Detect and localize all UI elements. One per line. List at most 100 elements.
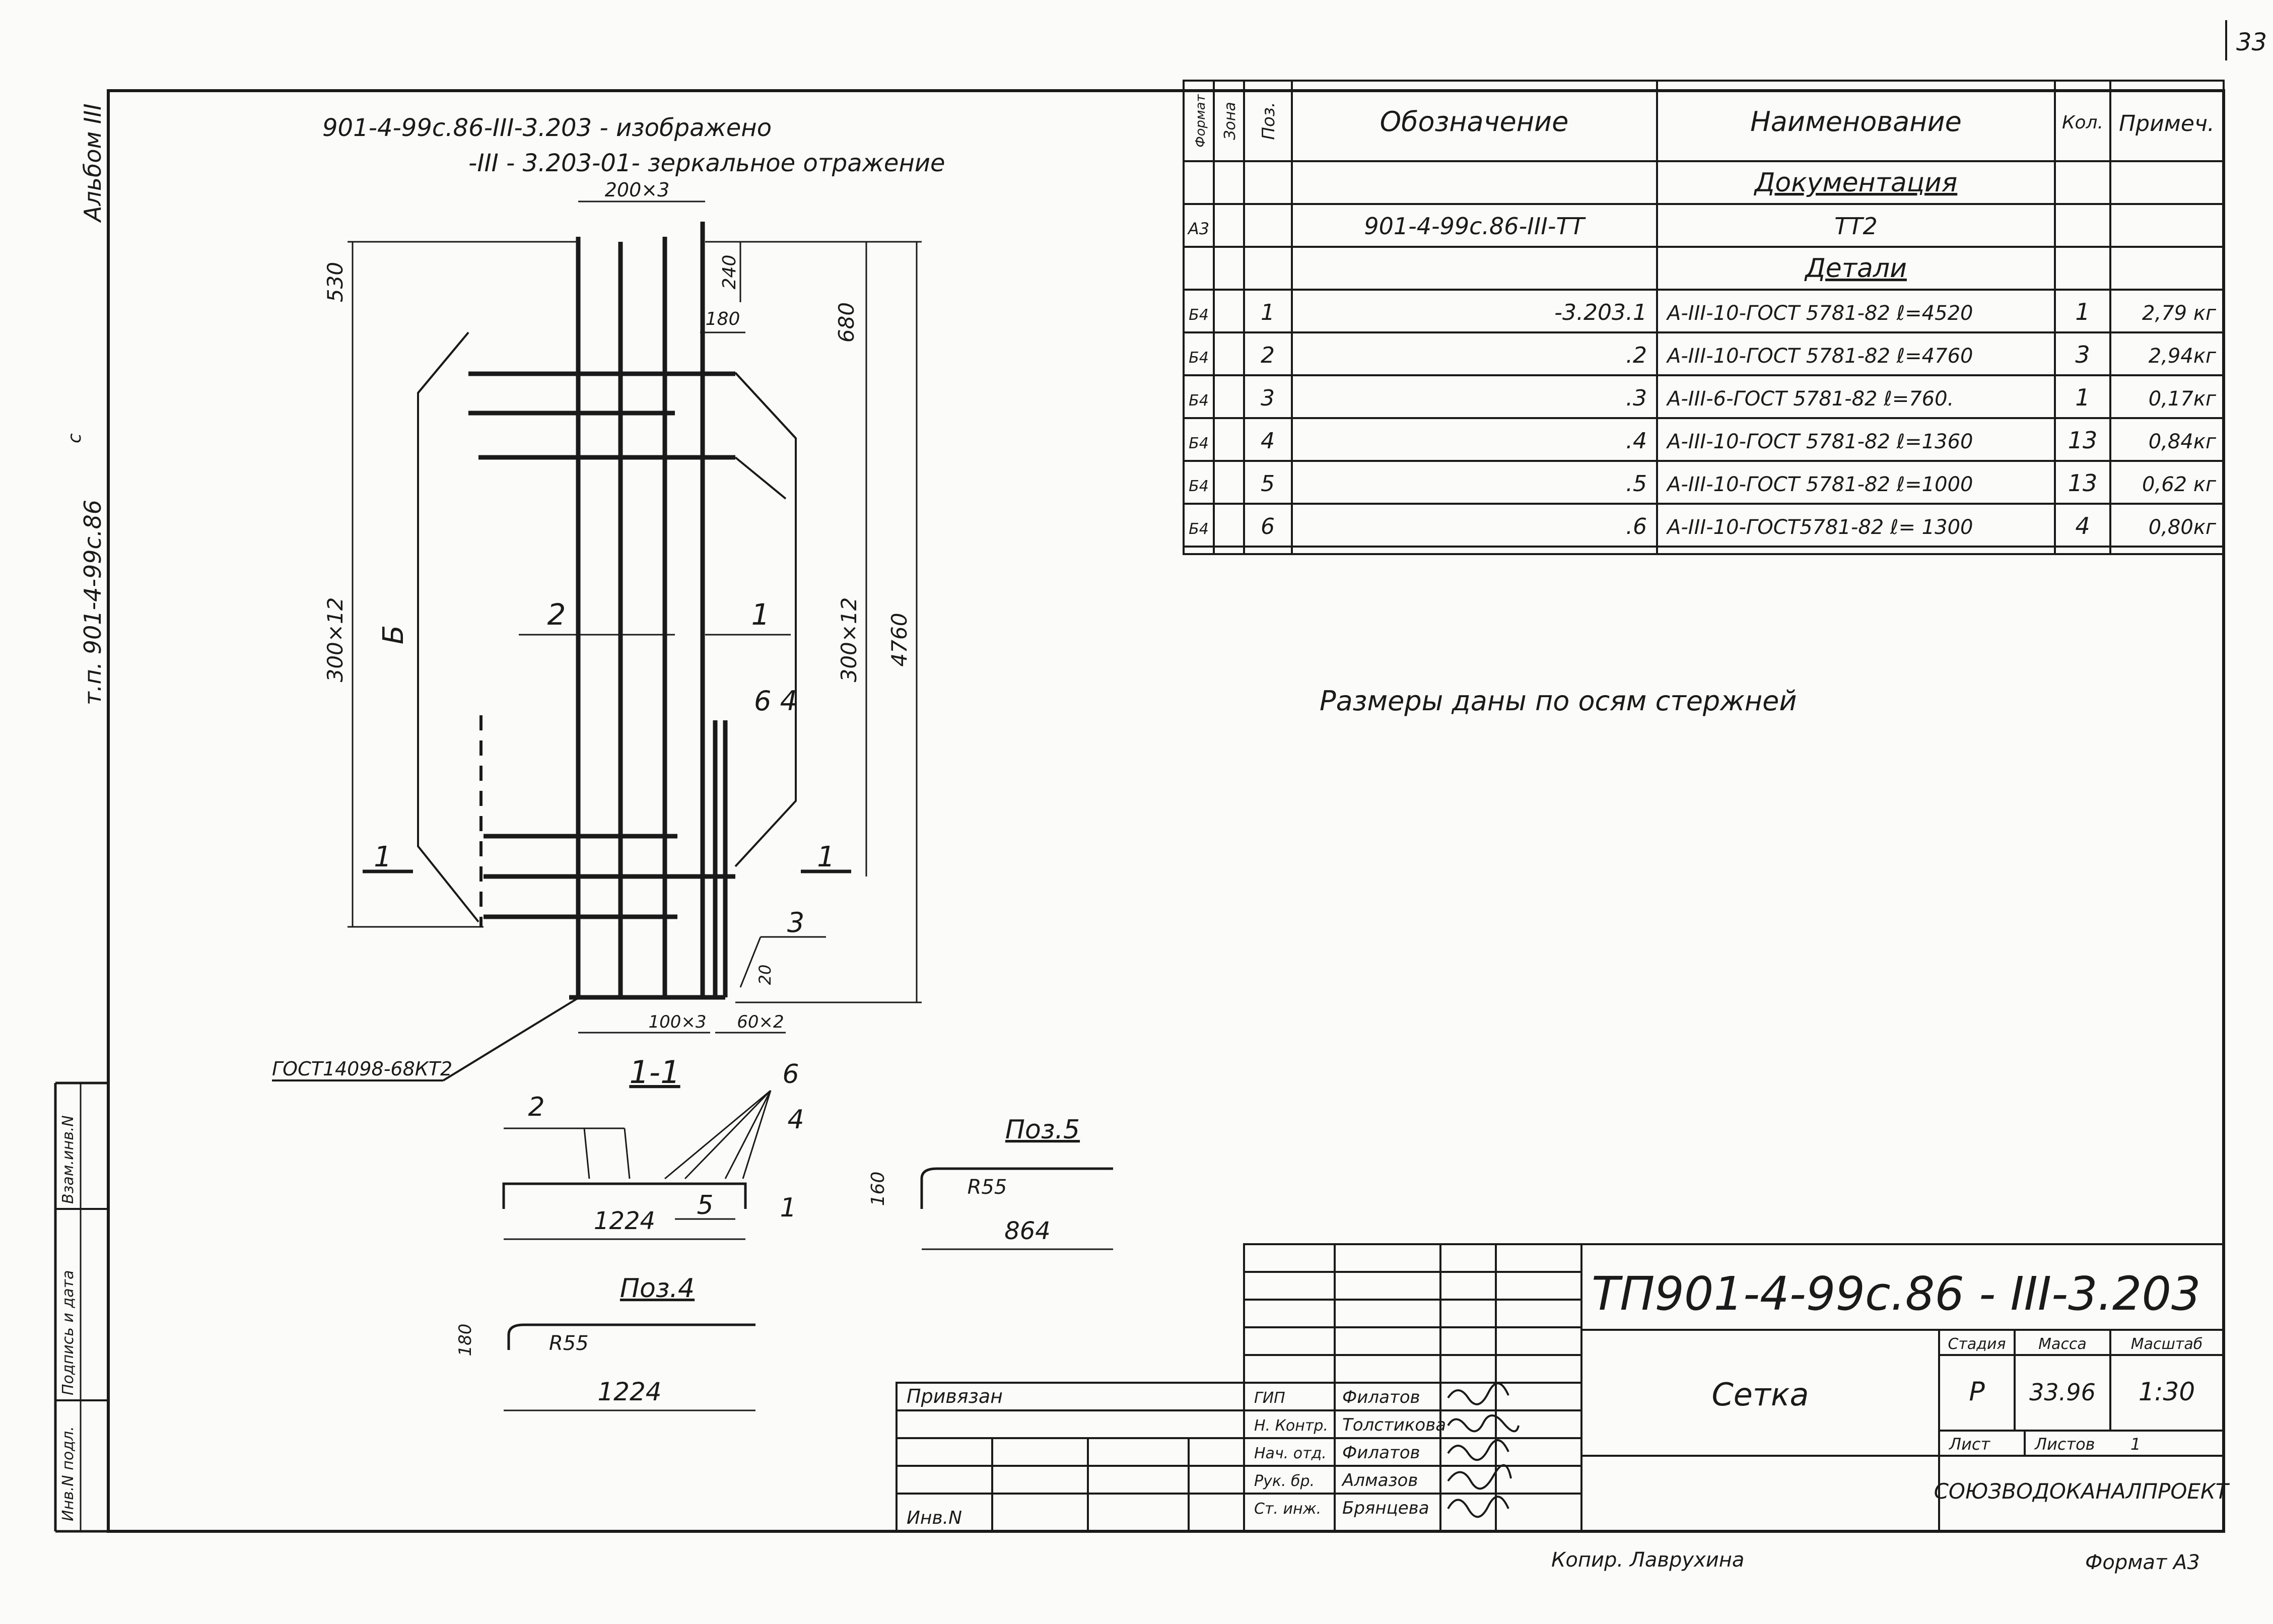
- spec-row-qty: 3: [2075, 341, 2090, 368]
- spec-header-pos: Поз.: [1259, 102, 1279, 140]
- label-pos3: 3: [787, 907, 804, 938]
- spec-row-qty: 1: [2075, 384, 2090, 411]
- section-p4: 4: [787, 1105, 804, 1135]
- section-length: 1224: [594, 1207, 655, 1235]
- signer-role: Рук. бр.: [1254, 1472, 1315, 1490]
- dim-200x3: 200×3: [605, 179, 670, 201]
- spec-row-pos: 2: [1261, 343, 1275, 368]
- signer-role: Нач. отд.: [1254, 1445, 1327, 1462]
- spec-row-name: А-III-10-ГОСТ 5781-82 ℓ=4520: [1666, 302, 1973, 325]
- spec-row-note: 0,80кг: [2149, 516, 2217, 539]
- spec-row-format: Б4: [1189, 349, 1209, 367]
- spec-doc-format: А3: [1187, 219, 1209, 238]
- margin-album: Альбом III: [79, 103, 106, 223]
- title-mass-label: Масса: [2038, 1335, 2087, 1353]
- spec-row-note: 2,94кг: [2149, 345, 2217, 368]
- spec-doc-name: ТТ2: [1834, 213, 1877, 240]
- spec-row-note: 0,62 кг: [2142, 473, 2217, 496]
- spec-row-name: А-III-10-ГОСТ 5781-82 ℓ=1000: [1666, 473, 1973, 496]
- spec-row-qty: 13: [2068, 469, 2098, 497]
- label-gost: ГОСТ14098-68КТ2: [272, 1058, 452, 1080]
- title-stage: Р: [1969, 1377, 1985, 1407]
- spec-section-doc: Документация: [1754, 168, 1957, 198]
- spec-row-pos: 3: [1261, 385, 1275, 411]
- dim-300x12-left: 300×12: [323, 597, 348, 683]
- spec-row-designation: -3.203.1: [1554, 300, 1647, 325]
- drawing-header-line1: 901-4-99с.86-III-3.203 - изображено: [322, 114, 772, 142]
- title-block: Привязан Инв.N ТП901-4-99с.86 - III-3.20…: [896, 1243, 2230, 1532]
- signer-name: Филатов: [1342, 1443, 1420, 1463]
- spec-row-format: Б4: [1189, 478, 1209, 495]
- footer-format: Формат А3: [2085, 1551, 2200, 1574]
- pos4-detail: Поз.4 1224 R55 180: [455, 1273, 755, 1411]
- spec-row-format: Б4: [1189, 392, 1209, 410]
- signer-name: Филатов: [1342, 1387, 1420, 1407]
- dim-530: 530: [323, 262, 348, 302]
- title-privyazan: Привязан: [907, 1385, 1003, 1407]
- title-sheets-label: Листов: [2034, 1435, 2095, 1454]
- section-p2: 2: [528, 1092, 544, 1122]
- spec-section-parts: Детали: [1804, 253, 1907, 284]
- label-section-left: 1: [374, 841, 392, 873]
- section-1-1: 1-1 1224 2 6 4 5 1: [502, 1054, 804, 1240]
- page-number: 33: [2236, 28, 2267, 56]
- signer-name: Алмазов: [1341, 1470, 1418, 1491]
- spec-row-note: 0,84кг: [2149, 430, 2217, 453]
- title-code: ТП901-4-99с.86 - III-3.203: [1592, 1267, 2201, 1321]
- title-sheet-label: Лист: [1949, 1435, 1990, 1454]
- dim-60x2: 60×2: [737, 1012, 784, 1032]
- title-mass: 33.96: [2029, 1379, 2096, 1406]
- title-scale-label: Масштаб: [2131, 1335, 2203, 1353]
- spec-row-name: А-III-6-ГОСТ 5781-82 ℓ=760.: [1666, 387, 1954, 411]
- label-section-right: 1: [817, 841, 835, 873]
- spec-row-designation: .2: [1626, 343, 1647, 368]
- spec-row-format: Б4: [1189, 306, 1209, 324]
- spec-row-name: А-III-10-ГОСТ 5781-82 ℓ=4760: [1666, 345, 1973, 368]
- margin-superscript: с: [64, 433, 85, 443]
- spec-doc-designation: 901-4-99с.86-III-ТТ: [1364, 213, 1586, 240]
- spec-row-name: А-III-10-ГОСТ 5781-82 ℓ=1360: [1666, 430, 1973, 453]
- title-org: СОЮЗВОДОКАНАЛПРОЕКТ: [1934, 1479, 2230, 1504]
- pos4-title: Поз.4: [620, 1273, 695, 1304]
- margin-vzam-inv: Взам.инв.N: [59, 1115, 77, 1204]
- section-p5: 5: [697, 1190, 713, 1221]
- spec-row-format: Б4: [1189, 520, 1209, 538]
- footer-copied: Копир. Лаврухина: [1551, 1548, 1744, 1572]
- spec-row-name: А-III-10-ГОСТ5781-82 ℓ= 1300: [1666, 516, 1973, 539]
- signer-role: Ст. инж.: [1254, 1500, 1321, 1518]
- spec-row-note: 2,79 кг: [2142, 302, 2217, 325]
- section-p6: 6: [782, 1059, 799, 1090]
- dim-4760: 4760: [887, 613, 912, 667]
- spec-row-pos: 5: [1261, 471, 1275, 497]
- spec-row-designation: .3: [1626, 385, 1647, 411]
- pos5-length: 864: [1004, 1217, 1051, 1245]
- pos5-detail: Поз.5 864 R55 160: [868, 1115, 1113, 1250]
- spec-header-designation: Обозначение: [1380, 106, 1569, 138]
- dim-180: 180: [706, 309, 740, 329]
- label-b: Б: [377, 625, 410, 644]
- dim-680: 680: [834, 302, 859, 343]
- spec-row-qty: 4: [2075, 512, 2090, 539]
- title-inv-n: Инв.N: [907, 1508, 962, 1528]
- pos4-length: 1224: [597, 1377, 661, 1406]
- section-p1: 1: [780, 1193, 796, 1223]
- dim-20: 20: [755, 965, 775, 985]
- dim-100x3: 100×3: [648, 1012, 706, 1032]
- spec-table: Формат Зона Поз. Обозначение Наименовани…: [1183, 80, 2225, 555]
- signer-name: Брянцева: [1342, 1498, 1429, 1518]
- spec-row-designation: .4: [1626, 428, 1647, 454]
- spec-row-qty: 1: [2075, 298, 2090, 325]
- margin-tp: т.п. 901-4-99с.86: [79, 500, 106, 705]
- pos5-height: 160: [868, 1172, 888, 1206]
- signer-role: Н. Контр.: [1254, 1417, 1328, 1435]
- drawing-header-line2: -III - 3.203-01- зеркальное отражение: [468, 149, 945, 177]
- title-stage-label: Стадия: [1948, 1335, 2006, 1353]
- title-name: Сетка: [1712, 1376, 1809, 1413]
- pos4-radius: R55: [549, 1332, 589, 1355]
- spec-row-designation: .5: [1626, 471, 1647, 497]
- signer-role: ГИП: [1254, 1389, 1285, 1407]
- spec-row-format: Б4: [1189, 435, 1209, 452]
- label-pos1: 1: [751, 597, 770, 632]
- margin-podpis-data: Подпись и дата: [59, 1270, 77, 1396]
